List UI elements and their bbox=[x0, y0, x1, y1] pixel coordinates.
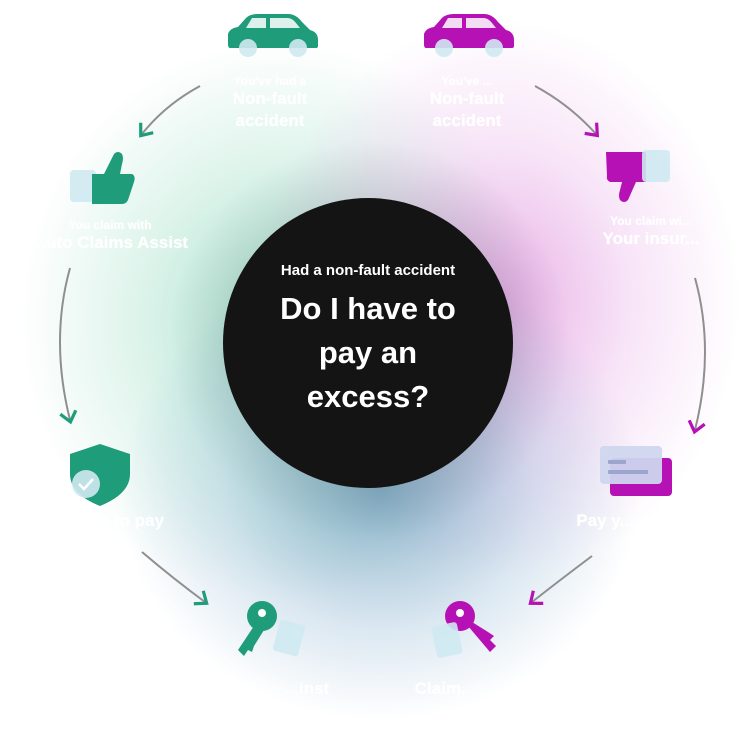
arrow-right-1 bbox=[534, 85, 600, 138]
step-label-green-4: ...inst bbox=[262, 678, 352, 700]
center-eyebrow: Had a non-fault accident bbox=[280, 261, 456, 279]
key-icon-pink bbox=[431, 601, 496, 658]
thumbs-down-icon bbox=[606, 150, 670, 202]
shield-check-icon bbox=[70, 444, 130, 506]
arrow-left-3 bbox=[141, 551, 209, 606]
step-label-pink-1: You've ... Non-fault accident bbox=[397, 74, 537, 132]
headline-line: Do I have to bbox=[280, 290, 456, 326]
center-headline: Do I have to pay an excess? bbox=[280, 287, 456, 419]
headline-line: pay an bbox=[318, 334, 418, 370]
center-disc: Had a non-fault accident Do I have to pa… bbox=[223, 198, 513, 488]
arrow-left-1 bbox=[139, 85, 201, 138]
car-icon-pink bbox=[424, 14, 514, 57]
step-small-text: You claim with bbox=[68, 218, 152, 232]
step-label-green-2: You claim with ...uto Claims Assist bbox=[20, 218, 200, 254]
step-big-text: ...uto Claims Assist bbox=[31, 233, 189, 252]
step-label-green-1: You've had a Non-fault accident bbox=[200, 74, 340, 132]
thumbs-up-icon bbox=[70, 152, 135, 204]
step-small-text: You claim wi... bbox=[610, 214, 692, 228]
headline-line: excess? bbox=[306, 378, 430, 414]
arrow-left-2 bbox=[59, 267, 78, 425]
step-big-text: Non-fault bbox=[232, 89, 308, 108]
car-icon-green bbox=[228, 14, 318, 57]
step-small-text: You've had a bbox=[233, 74, 307, 88]
step-label-green-3: ...ss to pay bbox=[40, 510, 200, 532]
step-big-text: Your insur... bbox=[602, 229, 700, 248]
arrow-right-3 bbox=[528, 555, 593, 605]
step-big-text: ...ss to pay bbox=[76, 511, 164, 530]
step-big-text: Claim... bbox=[414, 679, 476, 698]
step-big-text: accident bbox=[432, 111, 502, 130]
step-label-pink-2: You claim wi... Your insur... bbox=[576, 214, 726, 250]
step-big-text: ...inst bbox=[284, 679, 330, 698]
step-label-pink-4: Claim... bbox=[400, 678, 490, 700]
step-big-text: Non-fault bbox=[429, 89, 505, 108]
step-big-text: accident bbox=[235, 111, 305, 130]
step-label-pink-3: Pay y... bbox=[560, 510, 650, 532]
credit-card-icon bbox=[600, 446, 672, 496]
key-icon-green bbox=[238, 601, 306, 657]
step-small-text: You've ... bbox=[441, 74, 493, 88]
arrow-right-2 bbox=[687, 277, 706, 435]
step-big-text: Pay y... bbox=[576, 511, 634, 530]
